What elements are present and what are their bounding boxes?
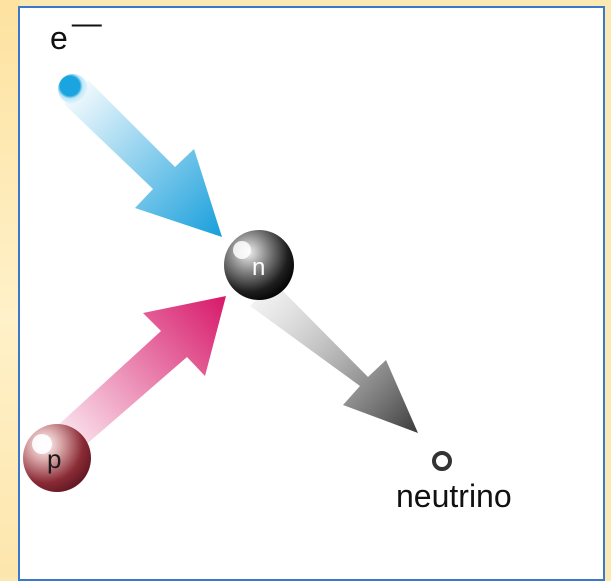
electron-symbol: e	[50, 20, 68, 56]
neutron-highlight	[233, 241, 251, 259]
neutrino-label: neutrino	[396, 478, 512, 515]
electron-particle	[58, 74, 88, 104]
electron-arrow	[64, 80, 222, 237]
neutrino-particle	[434, 453, 450, 469]
electron-charge: —	[72, 7, 102, 40]
proton-symbol: p	[47, 444, 61, 475]
neutrino-arrow	[250, 282, 418, 433]
electron-label: e—	[50, 20, 98, 57]
neutron-symbol: n	[252, 254, 265, 282]
